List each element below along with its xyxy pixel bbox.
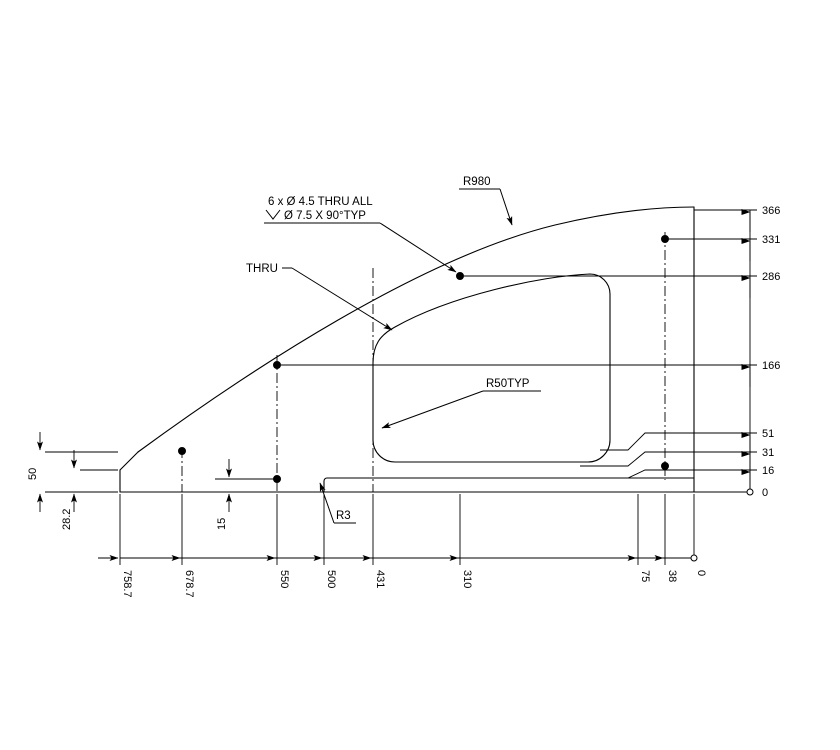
left-dimensions-group: 50 28.2 (27, 432, 118, 530)
dim-label-v0: 0 (762, 487, 768, 499)
r50-label: R50TYP (486, 378, 530, 390)
hole-callout-line2: Ø 7.5 X 90°TYP (284, 210, 366, 222)
inner-dimension-group: 15 (215, 459, 275, 530)
thru-note-label: THRU (246, 263, 278, 275)
thru-note-group: THRU (246, 263, 393, 331)
hole-centerlines-group (181, 232, 666, 492)
hole-callout-line1: 6 x Ø 4.5 THRU ALL (268, 196, 373, 208)
dim-label-550: 550 (278, 570, 290, 588)
r3-leader (319, 482, 335, 524)
dim-label-15: 15 (216, 518, 228, 530)
thru-note-leader (291, 267, 393, 331)
horizontal-ordinate-group: 758.7 678.7 550 500 431 310 75 38 0 (98, 494, 707, 598)
r980-leader (499, 188, 513, 226)
r980-note-group: R980 (459, 176, 513, 226)
vertical-ordinate-group: 366 331 286 166 51 31 16 0 (281, 205, 780, 499)
dim-label-286: 286 (762, 271, 780, 283)
inner-pocket-group (372, 273, 611, 463)
dim-label-38: 38 (666, 570, 678, 582)
r3-label: R3 (336, 510, 351, 522)
hole-1 (455, 271, 464, 280)
dim-label-758: 758.7 (121, 570, 133, 598)
r50-leader (381, 390, 484, 429)
dim-label-331: 331 (762, 234, 780, 246)
r980-label: R980 (463, 176, 491, 188)
hole-3 (272, 360, 281, 369)
hole-callout-leader (379, 222, 457, 273)
ext-line-16 (600, 469, 757, 479)
dim-label-366: 366 (762, 205, 780, 217)
horizontal-origin-marker (690, 554, 698, 562)
dim-label-50: 50 (27, 468, 39, 480)
dim-label-h0: 0 (695, 570, 707, 576)
dim-label-51: 51 (762, 428, 774, 440)
pocket-outline-r50 (372, 273, 611, 463)
ext-line-51 (600, 432, 757, 451)
dim-label-678: 678.7 (183, 570, 195, 598)
part-top-arc-r980 (137, 206, 695, 453)
vertical-origin-marker (746, 488, 754, 496)
ext-line-31 (580, 451, 757, 467)
r50-note-group: R50TYP (381, 378, 541, 429)
countersink-icon (265, 209, 281, 220)
hole-6 (661, 461, 670, 470)
dim-label-166: 166 (762, 360, 780, 372)
dim-label-75: 75 (639, 570, 651, 582)
dim-label-500: 500 (325, 570, 337, 588)
dim-label-28: 28.2 (61, 509, 73, 530)
hole-4 (177, 446, 186, 455)
hole-2 (661, 234, 670, 243)
hole-callout-group: 6 x Ø 4.5 THRU ALL Ø 7.5 X 90°TYP (264, 196, 457, 273)
dim-label-31: 31 (762, 447, 774, 459)
r3-note-group: R3 (319, 482, 356, 524)
inner-ledge-line (323, 477, 695, 493)
dim-label-431: 431 (374, 570, 386, 588)
dim-label-310: 310 (461, 570, 473, 588)
inner-step-group (323, 477, 695, 493)
part-chamfer-edge (119, 451, 139, 471)
dim-label-16: 16 (762, 465, 774, 477)
